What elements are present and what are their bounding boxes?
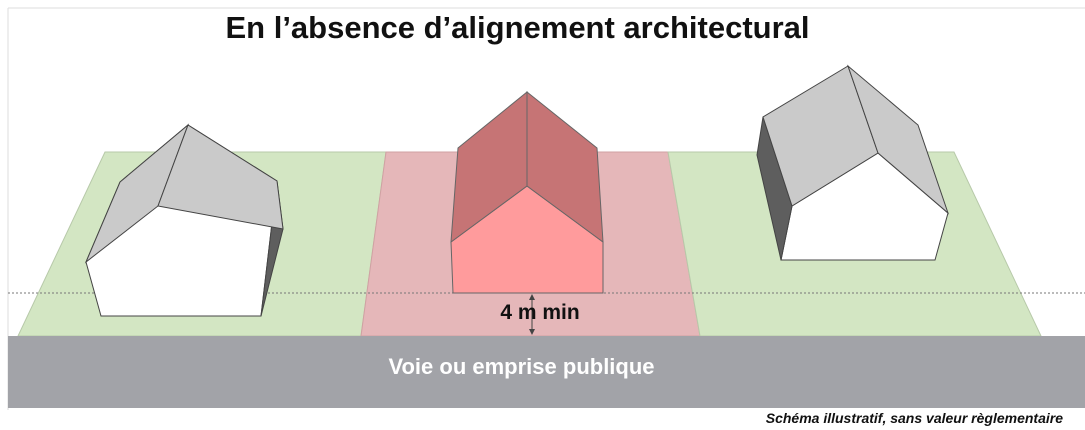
diagram-title: En l’absence d’alignement architectural — [225, 10, 810, 45]
center-house — [450, 90, 604, 294]
road-label: Voie ou emprise publique — [388, 354, 655, 379]
public-road — [8, 336, 1085, 408]
footer-note: Schéma illustratif, sans valeur règlemen… — [765, 410, 1063, 426]
setback-dimension-arrow — [529, 294, 535, 335]
right-house — [756, 64, 950, 261]
left-house — [84, 123, 284, 317]
setback-label: 4 m min — [500, 301, 580, 324]
